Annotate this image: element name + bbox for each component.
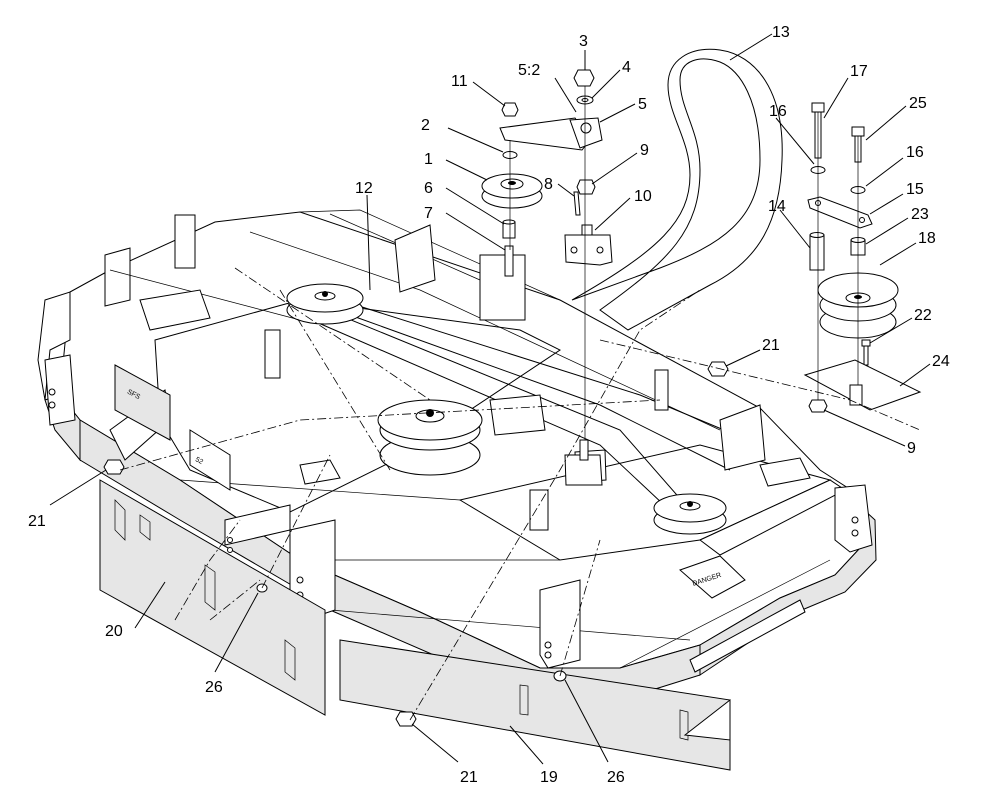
callout-22: 22 <box>914 307 932 324</box>
deck-pulley-center <box>377 399 483 476</box>
deck-posts <box>264 224 766 531</box>
callout-5-2: 5:2 <box>518 62 540 79</box>
callout-10: 10 <box>634 188 652 205</box>
baffle-plate-20 <box>99 479 326 716</box>
deck-pulley-right <box>653 493 727 535</box>
callout-4: 4 <box>622 59 631 76</box>
callout-19: 19 <box>540 769 558 786</box>
callout-20: 20 <box>105 623 123 640</box>
callout-17: 17 <box>850 63 868 80</box>
callout-24: 24 <box>932 353 950 370</box>
callout-9-right: 9 <box>907 440 916 457</box>
size-decal: 52 <box>189 429 231 491</box>
callout-18: 18 <box>918 230 936 247</box>
callout-23: 23 <box>911 206 929 223</box>
deck-decal-front <box>299 459 341 485</box>
assembly-centerlines <box>119 267 921 721</box>
nut-21-bottom <box>395 711 417 727</box>
callout-labels: 3 4 5:2 5 11 2 1 6 7 8 9 10 12 13 16 17 … <box>28 24 950 786</box>
front-trim-strip <box>689 599 806 673</box>
callout-26-left: 26 <box>205 679 223 696</box>
right-hanger-bracket <box>834 484 873 553</box>
deck-decal-right <box>759 457 811 487</box>
callout-6: 6 <box>424 180 433 197</box>
callout-12: 12 <box>355 180 373 197</box>
nut-21-left <box>103 459 125 475</box>
callout-25: 25 <box>909 95 927 112</box>
deck-decal-rear <box>139 289 211 331</box>
callout-8: 8 <box>544 176 553 193</box>
deck-pulley-left <box>286 283 364 325</box>
callout-2: 2 <box>421 117 430 134</box>
leader-lines <box>49 33 931 765</box>
callout-21-bottom: 21 <box>460 769 478 786</box>
callout-9-top: 9 <box>640 142 649 159</box>
callout-11: 11 <box>451 73 468 90</box>
callout-21-left: 21 <box>28 513 46 530</box>
callout-3: 3 <box>579 33 588 50</box>
callout-13: 13 <box>772 24 790 41</box>
callout-14: 14 <box>768 198 786 215</box>
callout-21-right: 21 <box>762 337 780 354</box>
callout-7: 7 <box>424 205 433 222</box>
size-text: 52 <box>194 456 204 466</box>
danger-decal: DANGER <box>679 555 746 599</box>
callout-15: 15 <box>906 181 924 198</box>
callout-1: 1 <box>424 151 433 168</box>
baffle-plate-19 <box>339 639 731 771</box>
sfs-decal: SFS <box>114 364 171 441</box>
callout-16-left: 16 <box>769 103 787 120</box>
callout-16-right: 16 <box>906 144 924 161</box>
drive-belt <box>571 48 783 331</box>
nut-21-right <box>707 361 729 377</box>
idler-arm-assembly <box>481 69 613 486</box>
front-mount-brackets <box>224 504 581 669</box>
callout-5: 5 <box>638 96 647 113</box>
right-idler-assembly <box>803 102 922 413</box>
callout-26-right: 26 <box>607 769 625 786</box>
